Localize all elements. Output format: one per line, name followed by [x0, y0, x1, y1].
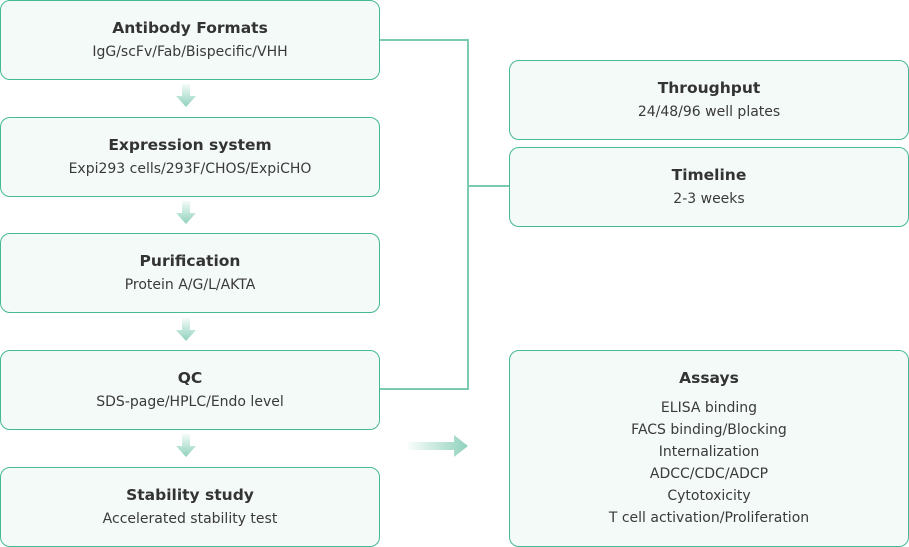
step-title: Expression system	[108, 136, 272, 154]
bracket-connector	[380, 39, 469, 390]
spec-timeline: Timeline 2-3 weeks	[509, 147, 909, 227]
assay-item: T cell activation/Proliferation	[608, 510, 810, 526]
spec-title: Timeline	[671, 166, 747, 184]
pipeline-step-expression-system: Expression system Expi293 cells/293F/CHO…	[0, 117, 380, 197]
assays-list: ELISA binding FACS binding/Blocking Inte…	[510, 397, 908, 529]
spec-value: 2-3 weeks	[673, 191, 745, 207]
step-subtitle: Expi293 cells/293F/CHOS/ExpiCHO	[68, 161, 312, 177]
assay-item: Cytotoxicity	[667, 488, 751, 504]
assays-title: Assays	[679, 369, 739, 387]
pipeline-step-stability-study: Stability study Accelerated stability te…	[0, 467, 380, 547]
assay-item: ADCC/CDC/ADCP	[649, 466, 769, 482]
step-subtitle: Accelerated stability test	[102, 511, 278, 527]
spec-title: Throughput	[657, 79, 761, 97]
pipeline-step-purification: Purification Protein A/G/L/AKTA	[0, 233, 380, 313]
down-arrow-icon	[176, 84, 196, 107]
down-arrow-icon	[176, 318, 196, 341]
down-arrow-icon	[176, 201, 196, 224]
assay-item: FACS binding/Blocking	[631, 422, 787, 438]
assays-box: Assays ELISA binding FACS binding/Blocki…	[509, 350, 909, 547]
assay-item: Internalization	[658, 444, 760, 460]
step-title: Purification	[139, 252, 241, 270]
right-arrow-icon	[408, 435, 468, 457]
step-subtitle: Protein A/G/L/AKTA	[124, 277, 256, 293]
pipeline-step-qc: QC SDS-page/HPLC/Endo level	[0, 350, 380, 430]
down-arrow-icon	[176, 434, 196, 457]
spec-throughput: Throughput 24/48/96 well plates	[509, 60, 909, 140]
step-title: QC	[177, 369, 203, 387]
pipeline-step-antibody-formats: Antibody Formats IgG/scFv/Fab/Bispecific…	[0, 0, 380, 80]
step-title: Antibody Formats	[112, 19, 268, 37]
step-title: Stability study	[126, 486, 254, 504]
step-subtitle: IgG/scFv/Fab/Bispecific/VHH	[92, 44, 288, 60]
assay-item: ELISA binding	[660, 400, 758, 416]
step-subtitle: SDS-page/HPLC/Endo level	[96, 394, 284, 410]
spec-value: 24/48/96 well plates	[637, 104, 781, 120]
